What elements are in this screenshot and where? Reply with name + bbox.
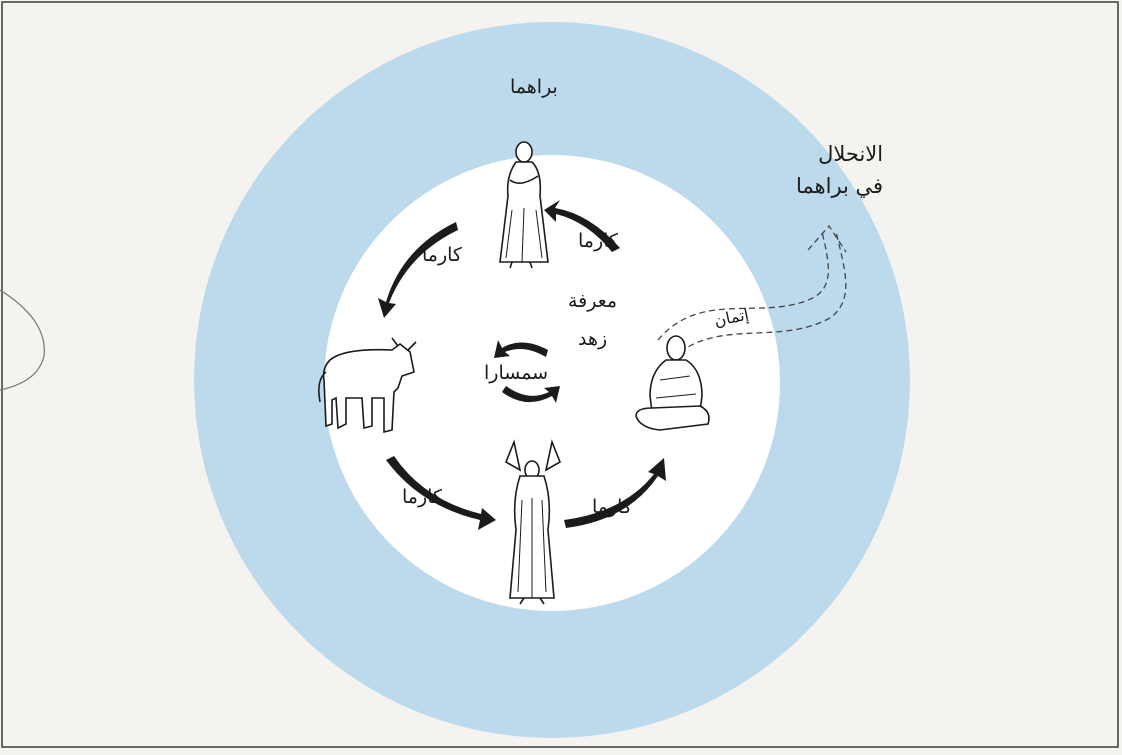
karma-label-top-left: كارما [422,244,462,266]
page-curve-mark [0,290,44,390]
knowledge-label: معرفة [568,290,617,312]
karma-label-top-right: كارما [578,230,618,252]
dissolution-label: الانحلال في براهما [796,138,883,202]
brahma-label: براهما [510,76,558,98]
karma-label-bottom-right: كارما [592,496,632,518]
dissolution-label-line-1: الانحلال [796,138,883,170]
karma-label-bottom-left: كارما [402,486,442,508]
samsara-label: سمسارا [484,362,548,384]
asceticism-label: زهد [578,328,607,350]
dissolution-label-line-2: في براهما [796,170,883,202]
